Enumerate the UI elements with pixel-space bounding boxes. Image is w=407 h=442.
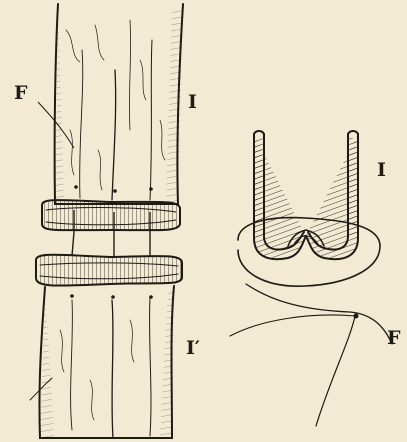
label-i-prime: I′ [186,339,200,358]
label-i-upper: I [188,93,197,112]
lower-cuff [36,255,182,286]
lower-segment [30,286,174,438]
label-f-left: F [14,84,28,103]
cross-section [230,131,392,426]
label-i-right: I [377,161,386,180]
upper-segment [55,4,183,204]
label-f-right: F [387,329,401,348]
upper-cuff [42,200,180,230]
